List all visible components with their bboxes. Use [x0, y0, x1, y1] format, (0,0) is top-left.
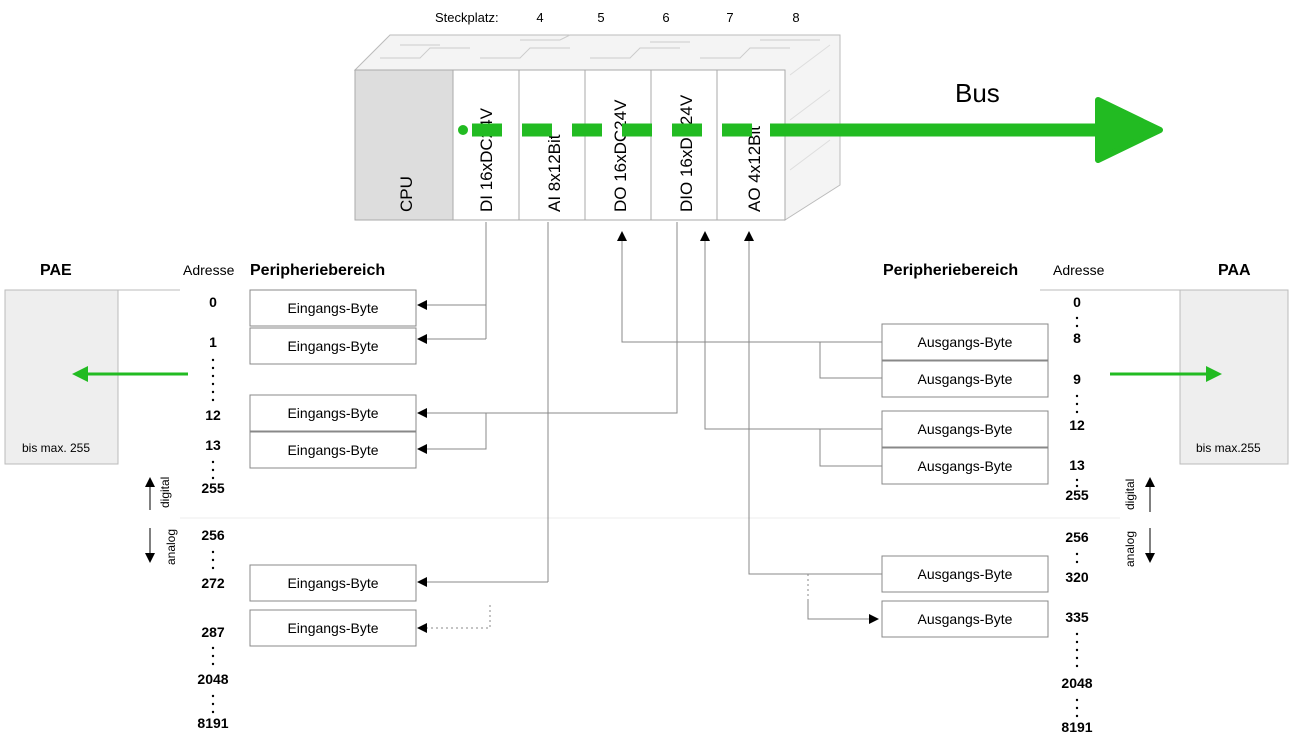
input-byte-box [249, 394, 417, 432]
pae-limit-label: bis max. 255 [22, 441, 90, 455]
bus-arrow-head [1095, 97, 1163, 163]
right-address-8: 8 [1073, 330, 1081, 346]
slot-header-label: Steckplatz: [435, 10, 499, 25]
pae-title: PAE [40, 262, 72, 279]
left-address-272: 272 [201, 575, 225, 591]
input-byte-label: Eingangs-Byte [287, 442, 378, 458]
module-label-slot-6: DO 16xDC24V [611, 99, 630, 212]
output-byte-box [881, 447, 1049, 485]
left-address-dots [211, 358, 215, 714]
right-digital-label: digital [1123, 479, 1137, 510]
slot-number-6: 6 [662, 10, 669, 25]
output-byte-box [881, 600, 1049, 638]
right-area-header: Peripheriebereich [883, 262, 1018, 279]
input-byte-label: Eingangs-Byte [287, 300, 378, 316]
left-address-0: 0 [209, 294, 217, 310]
right-address-8191: 8191 [1061, 719, 1092, 735]
left-address-255: 255 [201, 480, 225, 496]
cpu-label: CPU [397, 176, 416, 212]
module-slot-6 [584, 69, 652, 221]
right-address-256: 256 [1065, 529, 1089, 545]
output-byte-label: Ausgangs-Byte [918, 458, 1013, 474]
input-byte-box [249, 564, 417, 602]
left-address-13: 13 [205, 437, 221, 453]
pae-memory-box [4, 289, 119, 465]
bus-line [458, 97, 1163, 163]
left-address-8191: 8191 [197, 715, 228, 731]
left-digital-label: digital [158, 477, 172, 508]
output-byte-label: Ausgangs-Byte [918, 566, 1013, 582]
right-address-0: 0 [1073, 294, 1081, 310]
right-address-9: 9 [1073, 371, 1081, 387]
slot-number-7: 7 [726, 10, 733, 25]
right-address-320: 320 [1065, 569, 1089, 585]
left-address-256: 256 [201, 527, 225, 543]
module-label-slot-8: AO 4x12Bit [745, 126, 764, 212]
bus-label: Bus [955, 78, 1000, 108]
output-byte-box [881, 555, 1049, 593]
right-address-335: 335 [1065, 609, 1089, 625]
module-slot-5 [518, 69, 586, 221]
module-slot-8 [716, 69, 786, 221]
paa-memory-box [1179, 289, 1289, 465]
input-byte-box [249, 289, 417, 327]
paa-title: PAA [1218, 262, 1251, 279]
output-byte-box [881, 323, 1049, 361]
input-byte-box [249, 609, 417, 647]
left-address-2048: 2048 [197, 671, 228, 687]
output-byte-label: Ausgangs-Byte [918, 611, 1013, 627]
paa-limit-label: bis max.255 [1196, 441, 1261, 455]
slot-number-8: 8 [792, 10, 799, 25]
module-label-slot-7: DIO 16xDC24V [677, 94, 696, 212]
slot-number-5: 5 [597, 10, 604, 25]
output-byte-label: Ausgangs-Byte [918, 334, 1013, 350]
module-label-slot-4: DI 16xDC24V [477, 107, 496, 212]
right-address-dots [1075, 316, 1079, 718]
output-byte-label: Ausgangs-Byte [918, 371, 1013, 387]
input-byte-box [249, 431, 417, 469]
right-address-13: 13 [1069, 457, 1085, 473]
module-slot-7 [650, 69, 718, 221]
input-connectors [417, 222, 678, 633]
input-byte-label: Eingangs-Byte [287, 338, 378, 354]
left-area-header: Peripheriebereich [250, 262, 385, 279]
right-address-2048: 2048 [1061, 675, 1092, 691]
module-label-slot-5: AI 8x12Bit [545, 134, 564, 212]
left-address-1: 1 [209, 334, 217, 350]
output-byte-label: Ausgangs-Byte [918, 421, 1013, 437]
input-byte-label: Eingangs-Byte [287, 575, 378, 591]
input-byte-box [249, 327, 417, 365]
input-byte-label: Eingangs-Byte [287, 405, 378, 421]
module-rack [353, 34, 841, 221]
output-byte-box [881, 360, 1049, 398]
right-analog-label: analog [1123, 531, 1137, 567]
left-address-header: Adresse [183, 262, 235, 278]
right-address-header: Adresse [1053, 262, 1105, 278]
left-address-287: 287 [201, 624, 225, 640]
right-address-255: 255 [1065, 487, 1089, 503]
input-byte-label: Eingangs-Byte [287, 620, 378, 636]
left-analog-label: analog [164, 529, 178, 565]
module-slot-4 [452, 69, 520, 221]
slot-number-4: 4 [536, 10, 543, 25]
left-address-12: 12 [205, 407, 221, 423]
output-connectors [617, 231, 882, 624]
right-address-12: 12 [1069, 417, 1085, 433]
